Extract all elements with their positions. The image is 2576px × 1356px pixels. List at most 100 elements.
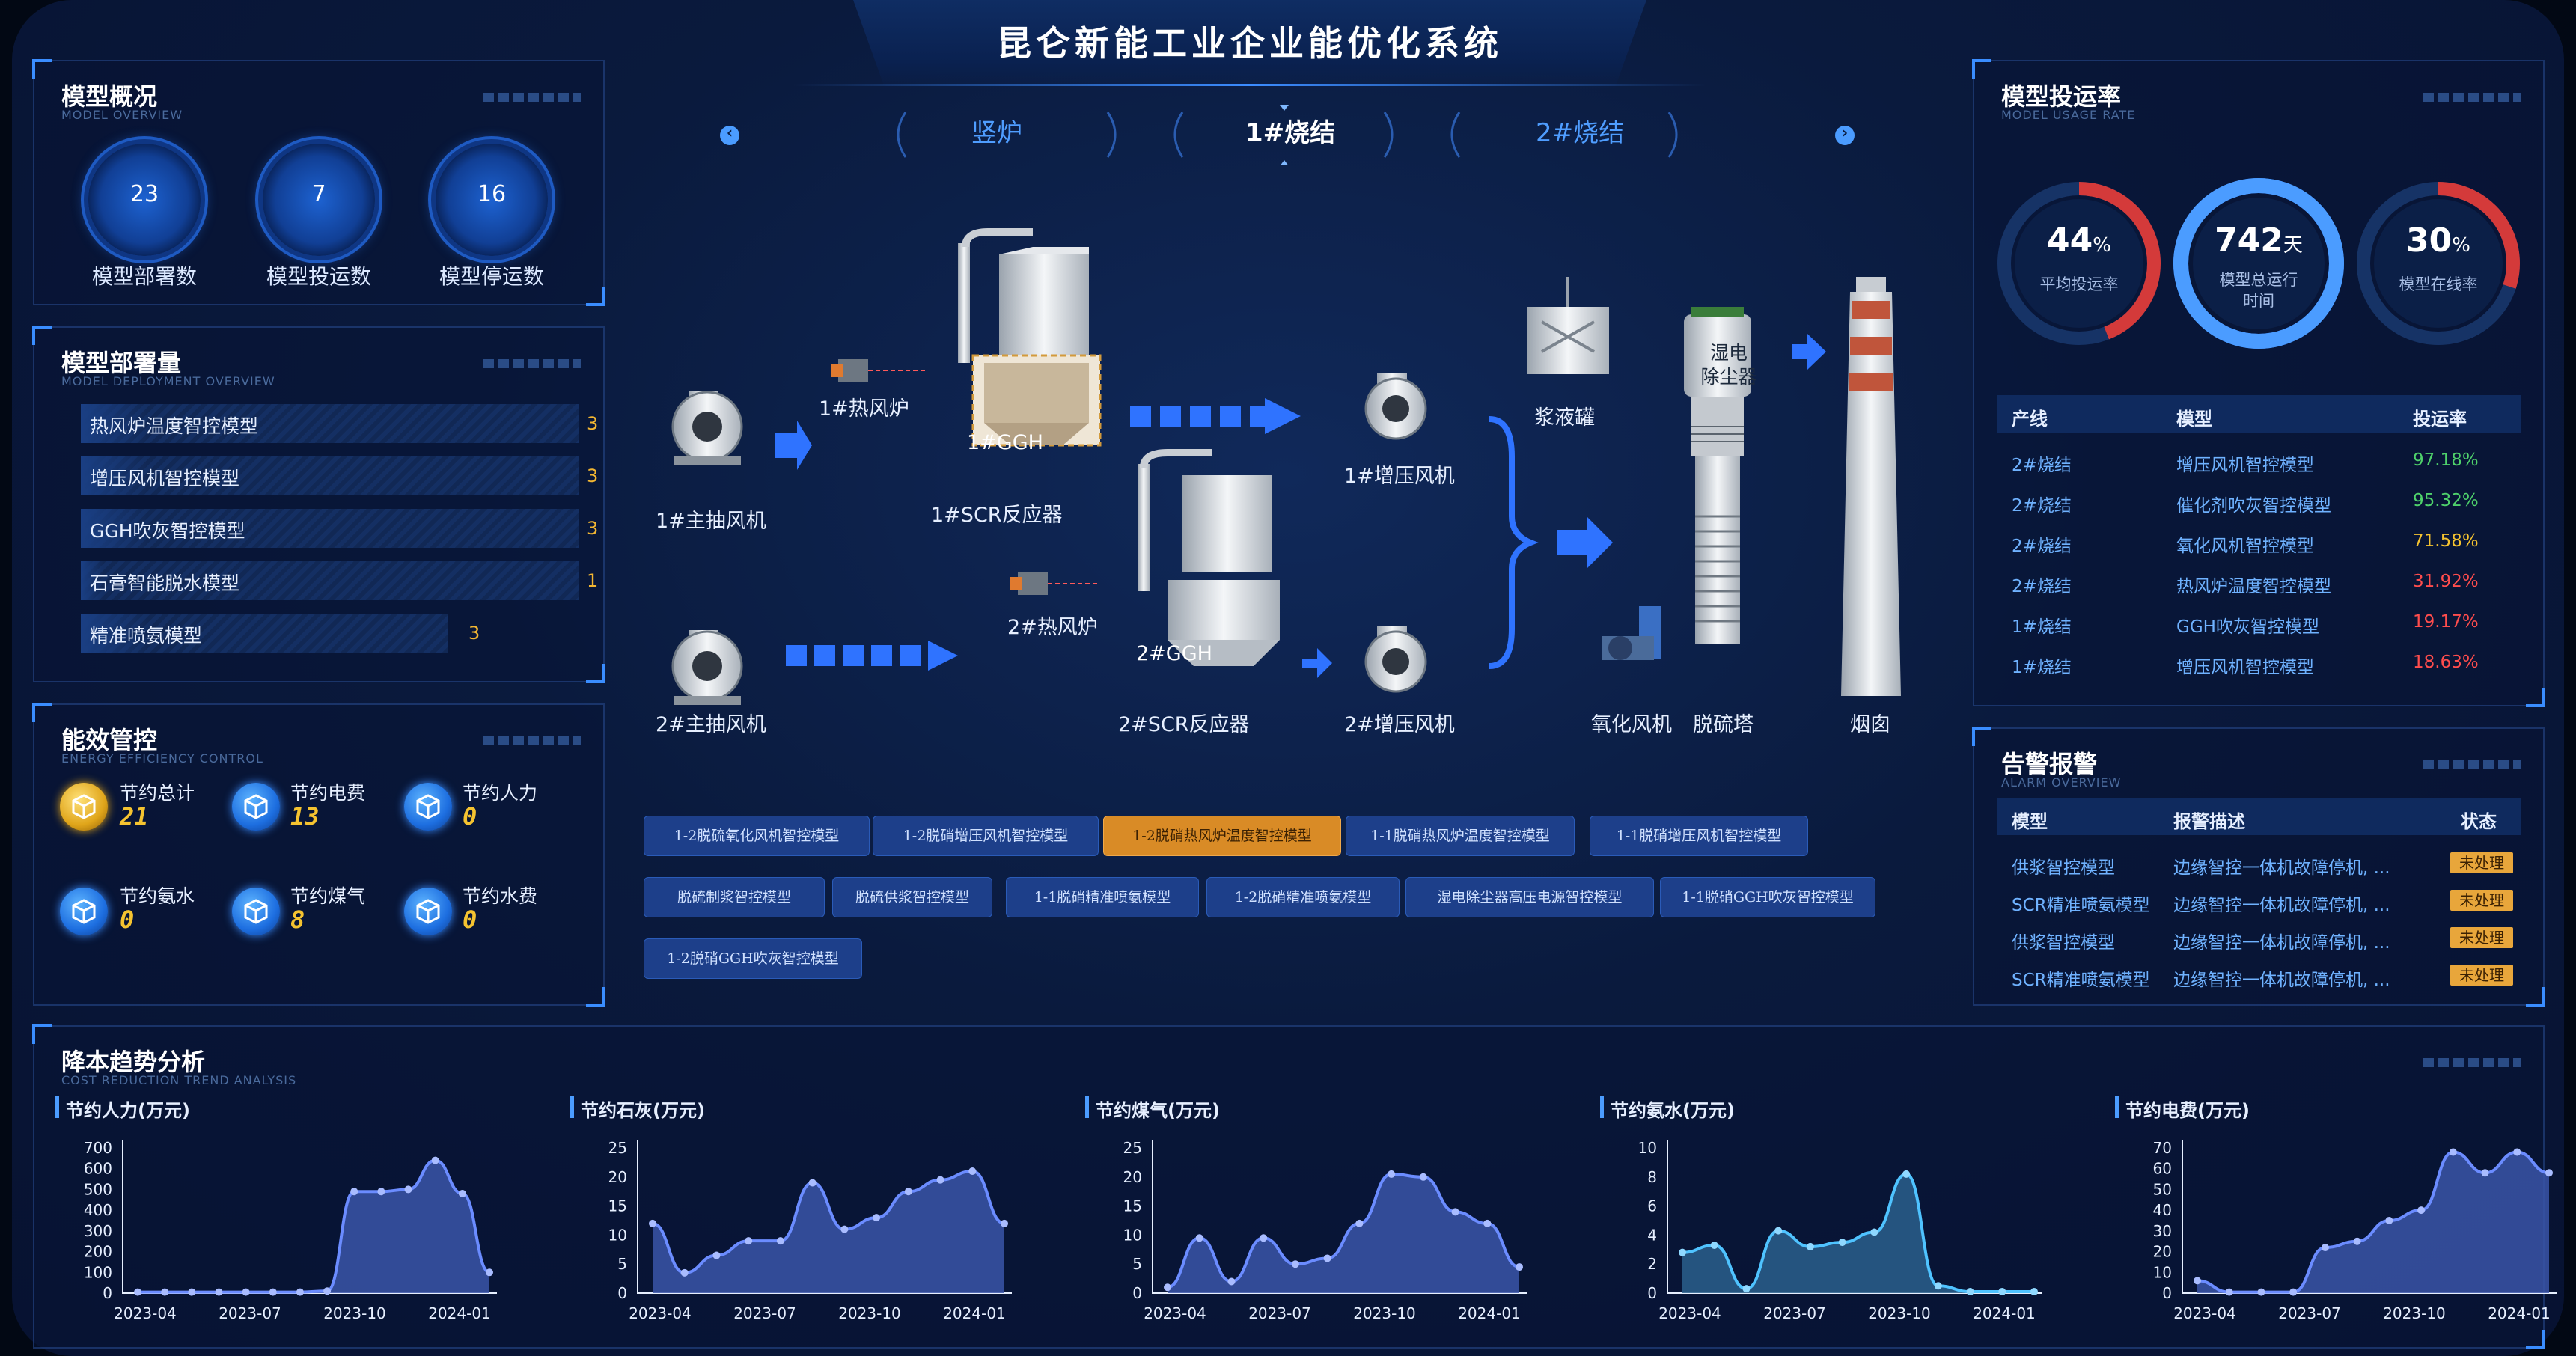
- panel-decoration: [2423, 93, 2521, 102]
- booster-2-label: 2#增压风机: [1344, 713, 1455, 736]
- deployment-row[interactable]: 增压风机智控模型 3: [81, 456, 598, 495]
- total-runtime-label: 模型总运行 时间: [2219, 271, 2298, 310]
- header-bar: [853, 0, 1646, 88]
- chart-title: 节约氨水(万元): [1611, 1100, 1735, 1121]
- cost-trend-panel: 降本趋势分析 COST REDUCTION TREND ANALYSIS: [32, 1024, 2545, 1349]
- usage-line-cell: 2#烧结: [2012, 537, 2072, 556]
- model-chip[interactable]: 脱硫供浆智控模型: [832, 877, 992, 917]
- deployment-label: 热风炉温度智控模型: [90, 415, 259, 437]
- dashed-flow-arrow: [1130, 398, 1301, 434]
- usage-line-cell: 2#烧结: [2012, 577, 2072, 596]
- scr-1-label: 1#SCR反应器: [931, 504, 1063, 527]
- tab-decoration: [897, 105, 1678, 165]
- model-chip[interactable]: 1-2脱硝GGH吹灰智控模型: [644, 938, 862, 979]
- chart-title-marker: [2115, 1096, 2119, 1118]
- model-chip[interactable]: 1-1脱硝精准喷氨模型: [1006, 877, 1199, 917]
- usage-line-cell: 2#烧结: [2012, 456, 2072, 475]
- usage-rate-cell: 71.58%: [2413, 531, 2479, 551]
- tab-shaft-furnace[interactable]: 竖炉: [971, 118, 1022, 148]
- deployment-row[interactable]: GGH吹灰智控模型 3: [81, 509, 598, 548]
- cube-icon: [232, 888, 280, 935]
- model-chip-active[interactable]: 1-2脱硝热风炉温度智控模型: [1103, 816, 1341, 856]
- usage-line-cell: 1#烧结: [2012, 658, 2072, 677]
- gauge-number: 30: [2406, 222, 2453, 260]
- slurry-tank-label: 浆液罐: [1534, 406, 1595, 430]
- chevron-left-icon: ‹: [726, 123, 733, 141]
- model-chip[interactable]: 1-2脱硝精准喷氨模型: [1206, 877, 1400, 917]
- chimney: [1841, 277, 1901, 696]
- deployment-bar: [81, 509, 579, 548]
- stopped-label: 模型停运数: [439, 264, 544, 289]
- deployment-bar: [81, 456, 579, 495]
- energy-label: 节约总计: [120, 782, 195, 804]
- deployment-row[interactable]: 石膏智能脱水模型 1: [81, 561, 598, 600]
- gauge-arc: [2357, 182, 2520, 345]
- energy-label: 节约氨水: [120, 885, 195, 907]
- chart-title-marker: [1600, 1096, 1604, 1118]
- gauge-number: 742: [2215, 222, 2283, 260]
- model-chip[interactable]: 脱硫制浆智控模型: [644, 877, 825, 917]
- tab-sinter-2[interactable]: 2#烧结: [1536, 118, 1625, 148]
- usage-model-cell: 增压风机智控模型: [2176, 658, 2314, 677]
- panel-decoration: [2423, 760, 2521, 769]
- deployment-value: 3: [587, 413, 599, 434]
- oxidation-fan-label: 氧化风机: [1591, 713, 1672, 736]
- alarm-table-header: 模型 报警描述 状态: [1997, 798, 2521, 835]
- alarm-desc-cell: 边缘智控一体机故障停机, ...: [2173, 896, 2390, 915]
- hot-furnace-2-label: 2#热风炉: [1007, 616, 1098, 639]
- energy-value: 0: [463, 905, 477, 934]
- energy-value: 13: [290, 802, 320, 831]
- hot-furnace-2: [1010, 572, 1100, 595]
- alarm-status-badge[interactable]: 未处理: [2450, 927, 2513, 948]
- gold-cube-icon: [60, 783, 108, 831]
- deployment-row[interactable]: 精准喷氨模型 3: [81, 614, 485, 653]
- booster-fan-2: [1364, 626, 1427, 693]
- panel-title: 模型概况: [61, 82, 158, 111]
- next-arrow-button[interactable]: ›: [1835, 123, 1855, 145]
- alarm-status-badge[interactable]: 未处理: [2450, 890, 2513, 911]
- slurry-tank: [1527, 277, 1609, 374]
- gauge-unit: 天: [2283, 234, 2303, 257]
- usage-rate-cell: 97.18%: [2413, 451, 2479, 470]
- model-chip[interactable]: 1-1脱硝热风炉温度智控模型: [1346, 816, 1575, 856]
- running-count-ring: 7: [263, 144, 375, 256]
- scr-2-label: 2#SCR反应器: [1118, 713, 1250, 736]
- model-chip[interactable]: 1-1脱硝增压风机智控模型: [1590, 816, 1808, 856]
- panel-decoration: [483, 359, 581, 368]
- flow-arrow: [775, 421, 812, 470]
- model-chip[interactable]: 1-1脱硝GGH吹灰智控模型: [1660, 877, 1875, 917]
- usage-model-cell: GGH吹灰智控模型: [2176, 617, 2319, 637]
- main-fan-1: [671, 391, 743, 465]
- tab-sinter-1[interactable]: 1#烧结: [1245, 118, 1336, 148]
- deployed-label: 模型部署数: [91, 264, 197, 289]
- model-chip[interactable]: 湿电除尘器高压电源智控模型: [1405, 877, 1654, 917]
- prev-arrow-button[interactable]: ‹: [720, 123, 739, 145]
- usage-rate-cell: 31.92%: [2413, 572, 2479, 591]
- panel-decoration: [2423, 1058, 2521, 1067]
- main-fan-1-label: 1#主抽风机: [656, 510, 766, 533]
- deployment-row[interactable]: 热风炉温度智控模型 3: [81, 404, 598, 443]
- col-model: 模型: [2176, 409, 2212, 430]
- energy-value: 0: [120, 905, 135, 934]
- avg-usage-label: 平均投运率: [2039, 275, 2119, 293]
- usage-rate-cell: 18.63%: [2413, 653, 2479, 672]
- main-fan-2-label: 2#主抽风机: [656, 713, 766, 736]
- alarm-desc-cell: 边缘智控一体机故障停机, ...: [2173, 933, 2390, 953]
- panel-subtitle: COST REDUCTION TREND ANALYSIS: [61, 1073, 297, 1087]
- chart-title-marker: [570, 1096, 574, 1118]
- col-desc: 报警描述: [2173, 811, 2245, 832]
- alarm-status-badge[interactable]: 未处理: [2450, 852, 2513, 873]
- wet-esp-tower: [1684, 307, 1751, 644]
- hot-furnace-1: [831, 359, 928, 382]
- flow-arrow: [1302, 648, 1332, 678]
- model-chip[interactable]: 1-2脱硝增压风机智控模型: [873, 816, 1099, 856]
- model-overview-panel: 模型概况 MODEL OVERVIEW 23 7 16 模型部署数 模型投运数 …: [32, 59, 605, 306]
- wet-esp-label: 湿电 除尘器: [1700, 342, 1757, 388]
- cube-icon: [404, 888, 452, 935]
- deployed-count-ring: 23: [88, 144, 201, 256]
- alarm-status-badge[interactable]: 未处理: [2450, 965, 2513, 986]
- cube-icon: [60, 888, 108, 935]
- model-chip[interactable]: 1-2脱硫氧化风机智控模型: [644, 816, 870, 856]
- model-deployment-panel: 模型部署量 MODEL DEPLOYMENT OVERVIEW 热风炉温度智控模…: [32, 326, 605, 683]
- usage-rate-cell: 19.17%: [2413, 612, 2479, 632]
